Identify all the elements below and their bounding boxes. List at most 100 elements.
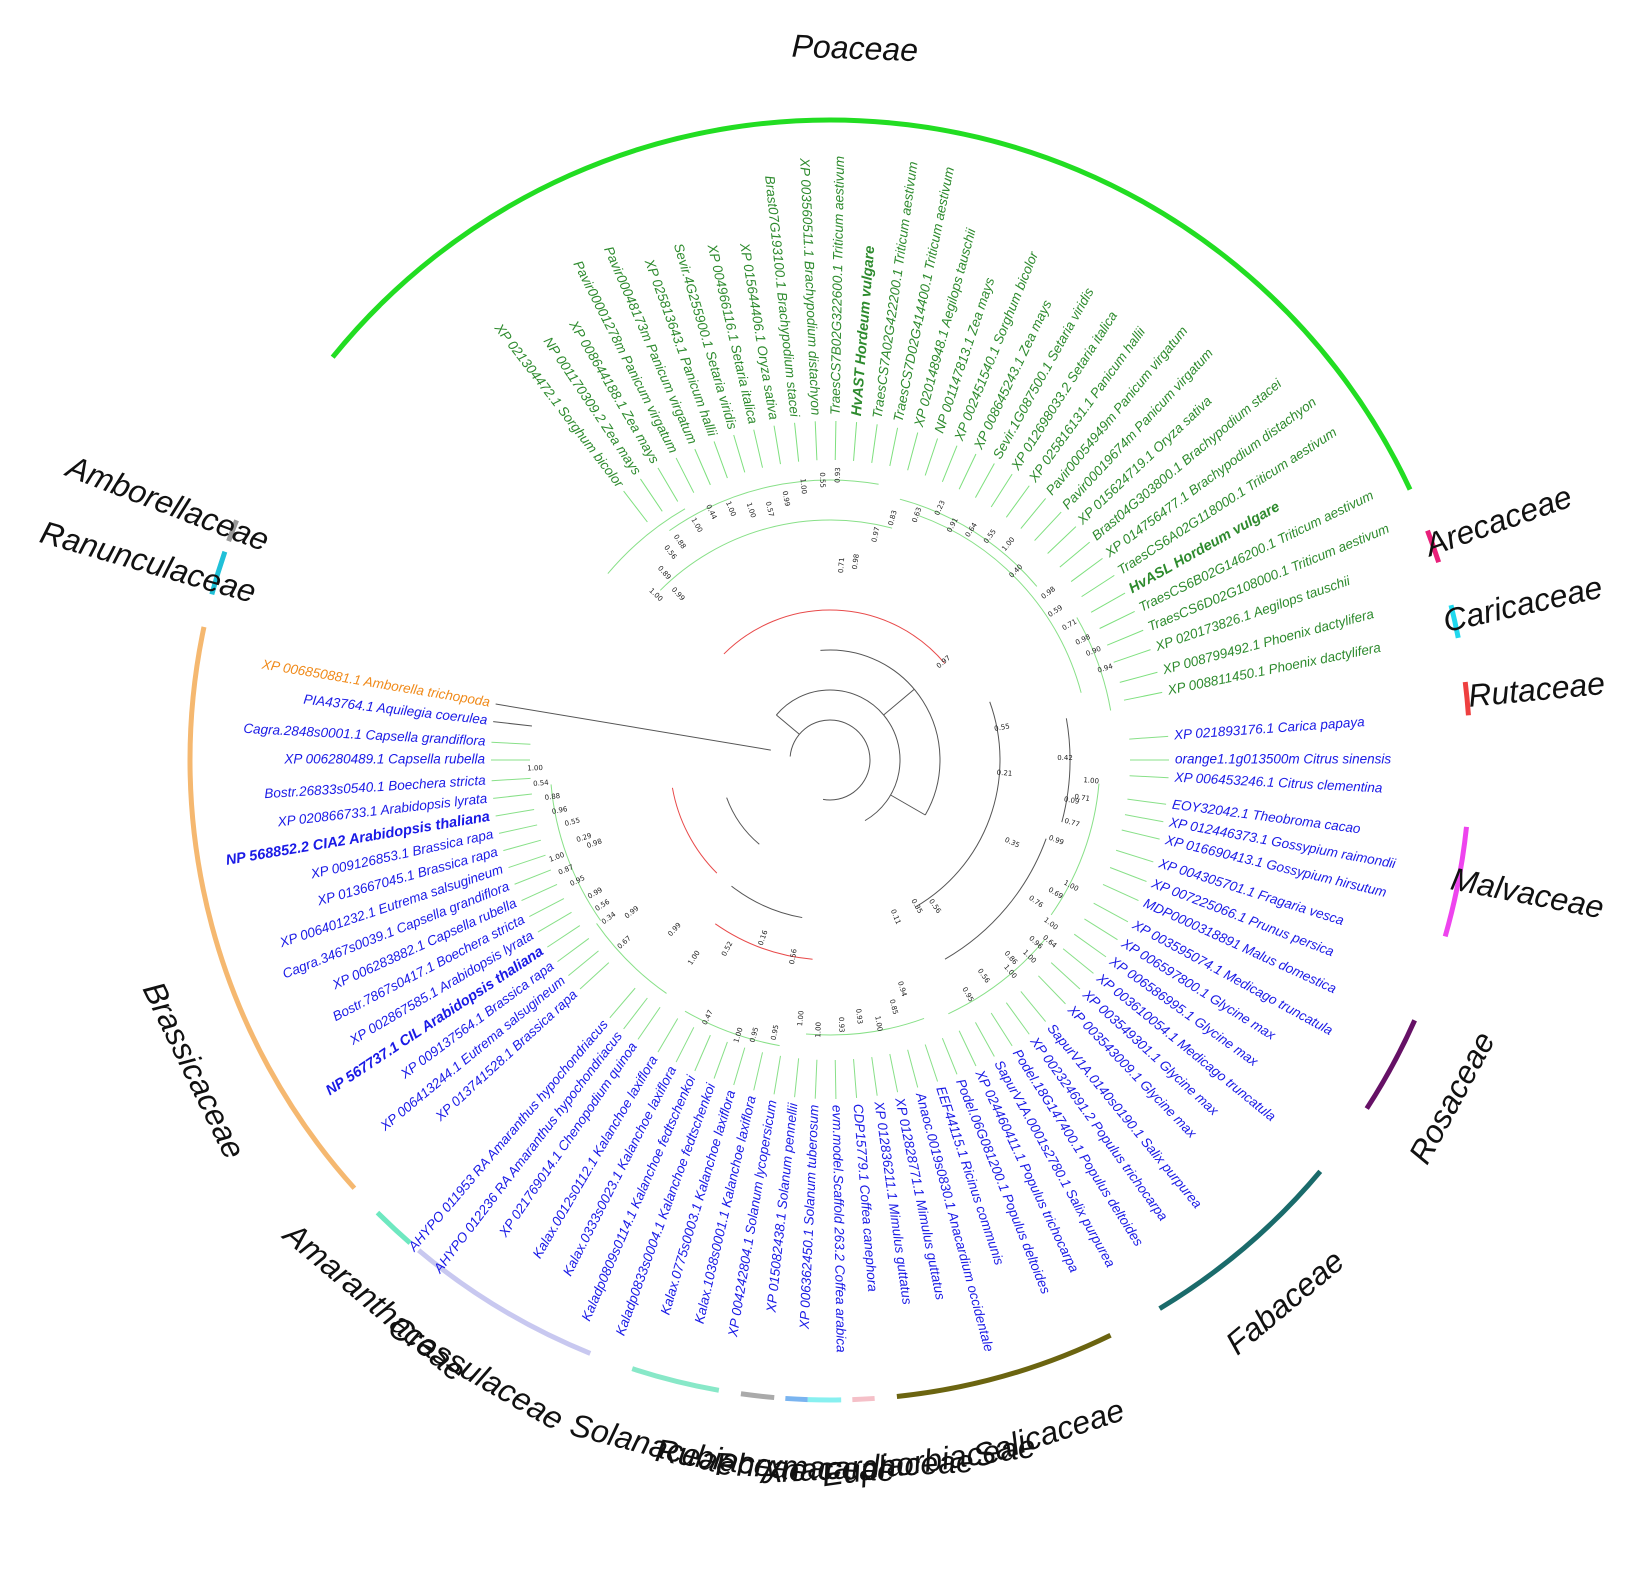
terminal-branch [1106,629,1144,646]
terminal-branch [657,467,679,502]
terminal-branch [713,441,728,479]
internal-branch [918,515,1082,693]
terminal-branch [568,950,599,977]
leaf-label: orange1.1g013500m Citrus sinensis [1175,752,1391,767]
leaf-label: evm.model.Scaffold 263.2 Coffea arabica [829,1105,848,1353]
internal-branch [669,479,879,532]
terminal-branch [733,434,746,473]
support-value: 1.00 [796,1010,806,1026]
support-value: 0.40 [1008,563,1025,580]
support-value: 0.97 [870,526,881,543]
internal-branch [723,609,946,664]
terminal-branch [1005,1002,1030,1035]
terminal-branch [1038,975,1066,1005]
support-value: 0.55 [982,528,998,545]
terminal-branch [675,457,695,493]
support-value: 0.34 [600,910,618,926]
support-value: 1.00 [745,502,757,519]
support-value: 1.00 [873,1015,884,1032]
internal-branch [550,784,602,921]
support-value: 0.99 [666,921,682,938]
support-value: 0.99 [1048,834,1065,847]
terminal-branch [1093,902,1129,923]
internal-branch [731,885,803,919]
family-label: Malvaceae [1448,861,1607,926]
family-arc [1448,604,1461,639]
support-value: 0.55 [564,816,581,828]
terminal-branch [514,869,552,885]
terminal-branch [1070,557,1103,582]
internal-branch [714,923,813,960]
terminal-branch [1109,867,1147,882]
internal-branch [775,689,901,822]
leaf-label: XP 006453246.1 Citrus clementina [1173,770,1383,796]
support-value: 0.71 [837,557,846,573]
terminal-branch [623,490,648,523]
support-value: 1.00 [689,516,704,534]
support-value: 0.96 [551,805,568,816]
family-label: Phrymaceae [715,1446,896,1488]
terminal-branch [990,1012,1013,1047]
support-value: 0.95 [569,874,587,888]
internal-branch [820,649,941,816]
terminal-branch [694,448,711,486]
support-value: 0.91 [945,516,959,534]
internal-branch [944,838,1047,960]
support-value: 0.56 [976,967,992,985]
support-value: 0.52 [720,940,734,958]
family-arc [1158,1169,1323,1311]
support-value: 0.96 [1027,934,1044,951]
support-value: 0.83 [887,509,899,526]
support-value: 0.94 [1097,662,1115,675]
support-value: 0.67 [616,934,633,950]
support-value: 0.93 [837,1017,846,1033]
support-value: 0.63 [911,506,924,523]
support-value: 0.21 [996,769,1012,778]
terminal-branch [1059,541,1091,568]
terminal-branch [794,1058,800,1098]
terminal-branch [493,721,532,727]
support-value: 0.87 [557,863,574,876]
terminal-branch [924,438,939,476]
leaf-label: XP 003560511.1 Brachypodium distachyon [797,157,823,416]
terminal-branch [853,1059,858,1098]
internal-branch [948,939,1045,1015]
family-arc [1462,681,1471,716]
internal-branch [1061,718,1071,823]
support-value: 0.57 [764,501,776,518]
internal-branch [1076,617,1112,711]
family-arcs [187,117,1471,1403]
support-value: 0.42 [1057,754,1073,762]
terminal-branch [1084,918,1118,941]
support-value: 1.00 [724,500,737,517]
internal-branch [883,688,915,716]
terminal-branch [889,1053,899,1093]
support-value: 0.98 [851,553,861,570]
support-value: 1.00 [1083,776,1099,785]
terminal-branch [814,421,818,461]
support-value: 0.23 [933,499,947,516]
terminal-branch [1005,485,1030,518]
internal-branch [596,923,667,994]
internal-branch [684,1010,780,1047]
support-value: 0.54 [533,779,550,788]
terminal-branch [623,997,648,1030]
family-label: Amaranthaceae [276,1214,474,1388]
terminal-branch [495,809,535,817]
support-value: 0.88 [544,792,561,802]
leaf-label: XP 006362450.1 Solanum tuberosum [797,1104,822,1330]
terminal-branch [493,793,532,799]
internal-branch [805,1017,925,1036]
support-value: 1.00 [686,949,701,966]
support-value: 0.76 [1027,894,1045,910]
terminal-branch [941,1037,958,1075]
support-value: 0.89 [656,564,672,581]
family-arc [226,519,239,542]
support-value: 1.00 [1062,879,1080,893]
terminal-branch [579,962,610,990]
terminal-branch [853,422,858,461]
support-value: 0.56 [927,898,943,916]
terminal-branch [871,424,878,463]
terminal-branch [537,911,572,933]
terminal-branch [640,478,663,512]
